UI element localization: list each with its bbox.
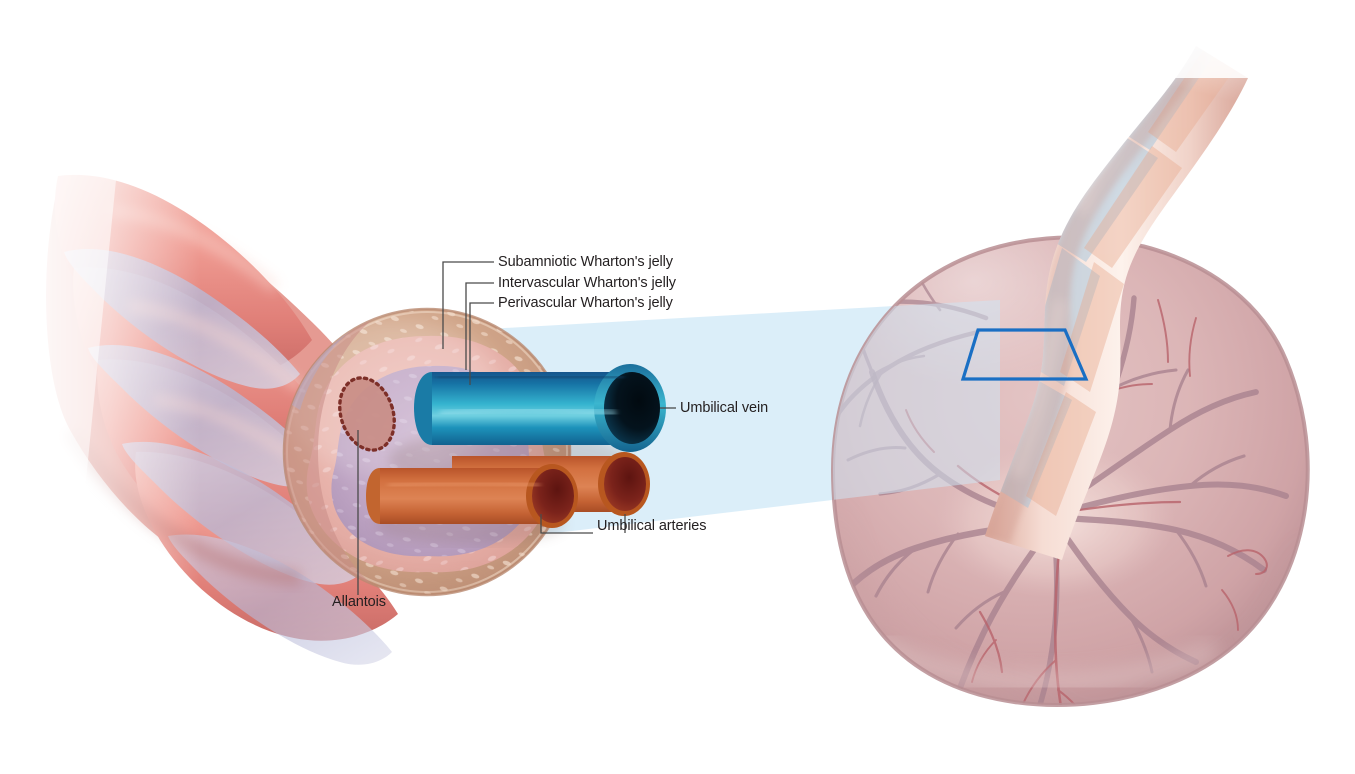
label-umbilical-vein: Umbilical vein [680,400,769,416]
label-umbilical-arteries: Umbilical arteries [597,518,707,534]
umbilical-cord-coiled [0,120,411,665]
label-perivascular-whartons-jelly: Perivascular Wharton's jelly [498,295,673,311]
label-subamniotic-whartons-jelly: Subamniotic Wharton's jelly [498,254,673,270]
leader-lines [357,261,676,595]
placental-umbilical-cord [985,0,1355,560]
allantois [338,376,396,452]
umbilical-artery-front [366,464,578,544]
label-intervascular-whartons-jelly: Intervascular Wharton's jelly [498,275,676,291]
cone-overlay-on-placenta [833,300,1000,545]
callout-box[interactable] [960,328,1089,381]
label-allantois: Allantois [332,594,386,610]
umbilical-arteries [366,452,650,544]
